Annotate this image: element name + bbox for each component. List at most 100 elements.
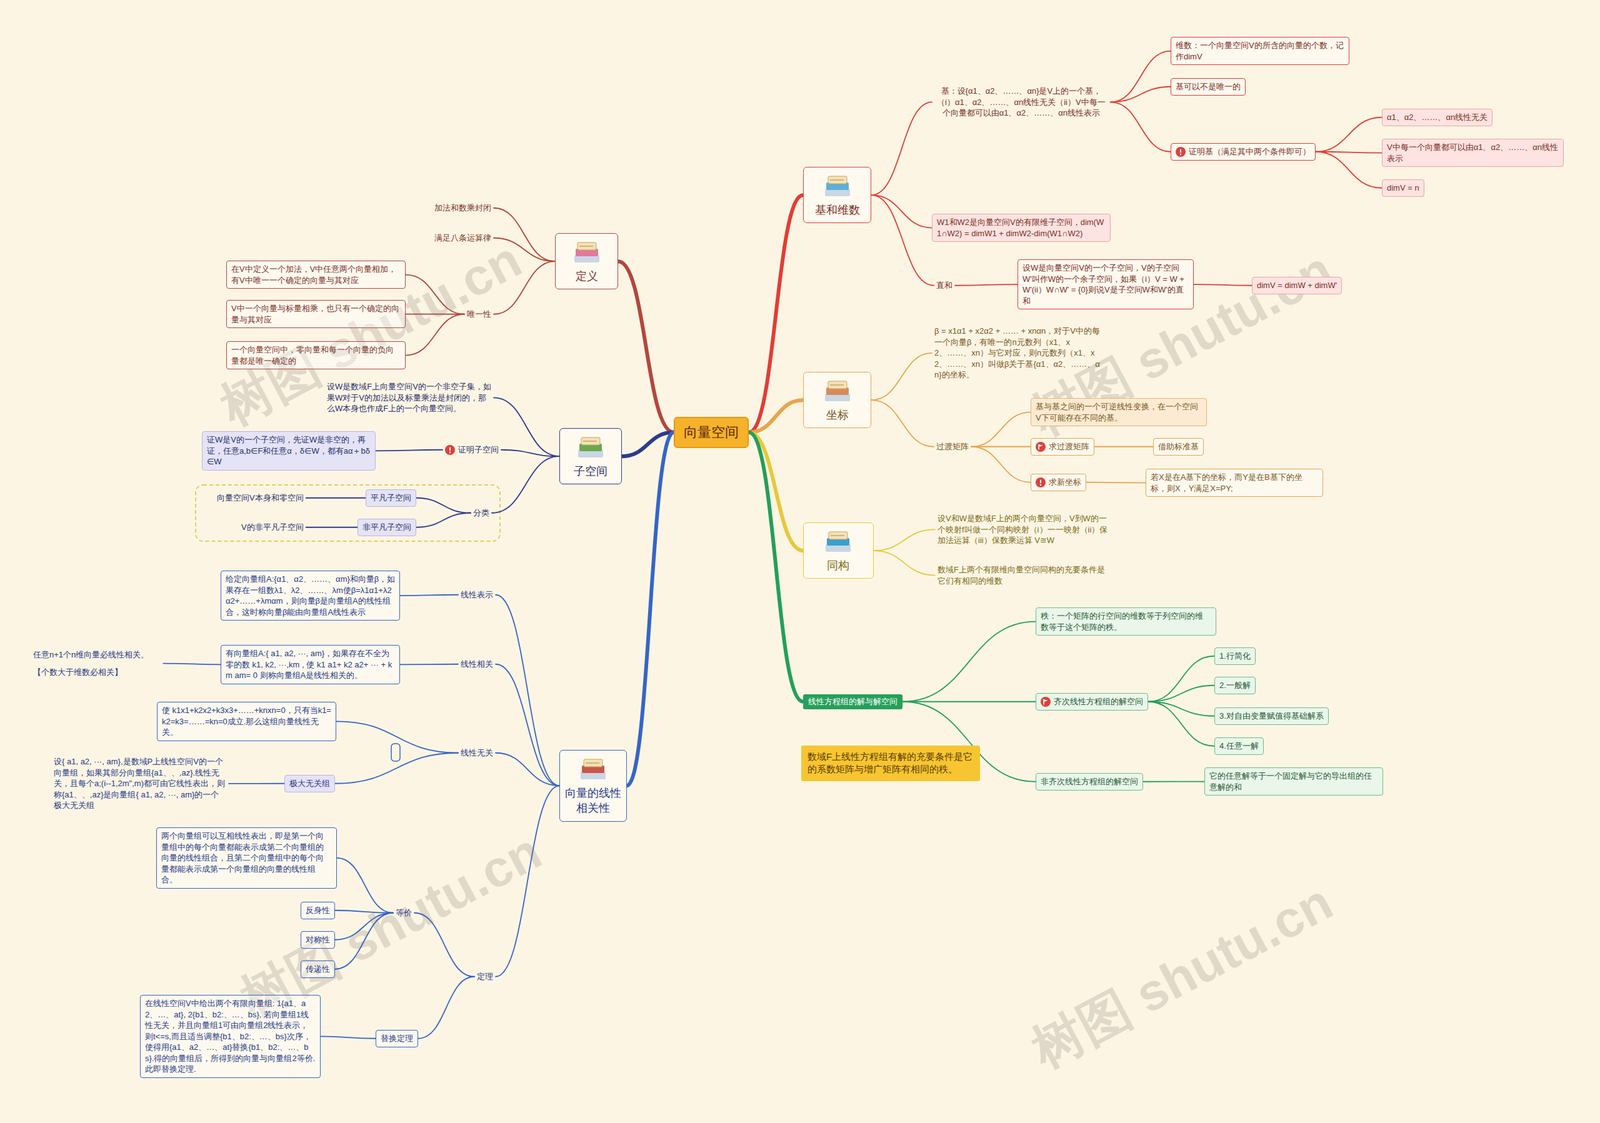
main-branch bbox=[618, 261, 674, 433]
topic-label: 线性方程组的解与解空间 bbox=[808, 696, 898, 708]
branch-line bbox=[871, 353, 932, 400]
topic-text: 唯一性 bbox=[464, 307, 494, 322]
topic-box: 传递性 bbox=[300, 960, 335, 979]
branch-line bbox=[335, 753, 459, 784]
topic-text: 向量空间V本身和零空间 bbox=[214, 491, 307, 505]
central-topic: 向量空间 bbox=[673, 416, 749, 449]
topic-label: 过渡矩阵 bbox=[936, 441, 969, 453]
branch-line bbox=[1315, 151, 1382, 189]
topic-box: 它的任意解等于一个固定解与它的导出组的任意解的和 bbox=[1204, 767, 1384, 796]
topic-label: 维数：一个向量空间V的所含的向量的个数，记作dimV bbox=[1175, 40, 1345, 62]
topic-label: 极大无关组 bbox=[289, 778, 330, 790]
branch-line bbox=[1315, 117, 1382, 152]
topic-box: 有向量组A:{ a1, a2, ···, am}，如果存在不全为零的数 k1, … bbox=[220, 645, 400, 685]
topic-text: 加法和数乘封闭 bbox=[431, 201, 494, 215]
topic-label: 非平凡子空间 bbox=[362, 521, 412, 534]
note-box: 数域F上线性方程组有解的充要条件是它的系数矩阵与增广矩阵有相同的秩。 bbox=[801, 745, 980, 782]
topic-illustration bbox=[573, 433, 609, 464]
topic-label: 两个向量组可以互相线性表出，即是第一个向量组中的每个向量都能表示成第二个向量组的… bbox=[161, 830, 332, 886]
branch-line bbox=[1110, 101, 1171, 152]
topic-text: 设V和W是数域F上的两个向量空间，V到W的一个映射f叫做一个同构映射（i）一一映… bbox=[935, 511, 1111, 548]
topic-text: 设W是数域F上向量空间V的一个非空子集，如果W对于V的加法以及标量乘法是封闭的，… bbox=[324, 380, 494, 416]
topic-label: 设W是数域F上向量空间V的一个非空子集，如果W对于V的加法以及标量乘法是封闭的，… bbox=[326, 381, 492, 415]
topic-label: 同构 bbox=[826, 558, 850, 574]
topic-box: 替换定理 bbox=[375, 1030, 419, 1048]
topic-label: 1.行简化 bbox=[1219, 650, 1251, 662]
branch-line bbox=[495, 753, 560, 787]
topic-label: 证明基（满足其中两个条件即可） bbox=[1188, 146, 1311, 158]
topic-label: 设V和W是数域F上的两个向量空间，V到W的一个映射f叫做一个同构映射（i）一一映… bbox=[937, 513, 1109, 547]
topic-label: 向量空间V本身和零空间 bbox=[216, 492, 304, 504]
topic-label: 数域F上线性方程组有解的充要条件是它的系数矩阵与增广矩阵有相同的秩。 bbox=[807, 750, 974, 777]
topic-label: 它的任意解等于一个固定解与它的导出组的任意解的和 bbox=[1209, 770, 1379, 793]
branch-line bbox=[871, 400, 934, 447]
branch-line bbox=[306, 497, 366, 499]
topic-label: 在线性空间V中给出两个有限向量组: 1{a1、a2、…、at}, 2{b1、b2… bbox=[145, 998, 316, 1075]
topic-label: 等价 bbox=[395, 907, 412, 919]
topic-text: 线性无关 bbox=[458, 746, 496, 760]
topic-illustration bbox=[575, 755, 611, 786]
topic-label: 齐次线性方程组的解空间 bbox=[1053, 696, 1144, 708]
main-branch bbox=[748, 400, 804, 433]
topic-text: 定理 bbox=[474, 970, 496, 984]
warning-icon bbox=[1035, 477, 1046, 488]
topic-text: 数域F上两个有限维向量空间同构的充要条件是它们有相同的维数 bbox=[935, 563, 1111, 588]
topic-label: 对称性 bbox=[305, 934, 330, 946]
topic-box: 若X是在A基下的坐标，而Y是在B基下的坐标，则X，Y满足X=PY; bbox=[1145, 468, 1324, 497]
topic-text: 设{ a1, a2, ···, am},是数域P上线性空间V的一个向量组，如果其… bbox=[51, 755, 229, 813]
topic-box: 给定向量组A:{α1、α2、……、αm}和向量β，如果存在一组数λ1、λ2、……… bbox=[220, 570, 400, 621]
topic-label: 替换定理 bbox=[380, 1033, 414, 1045]
branch-line bbox=[1094, 446, 1154, 448]
topic-box: 借助标准基 bbox=[1153, 438, 1204, 456]
topic-box: 两个向量组可以互相线性表出，即是第一个向量组中的每个向量都能表示成第二个向量组的… bbox=[156, 827, 337, 889]
topic-illustration bbox=[820, 377, 855, 408]
branch-line bbox=[416, 513, 471, 528]
branch-line bbox=[336, 721, 459, 753]
topic-box: 设W是向量空间V的一个子空间，V的子空间W'叫作W的一个余子空间，如果（i）V … bbox=[1017, 259, 1194, 310]
highlight-box: 极大无关组 bbox=[284, 775, 335, 793]
branch-line bbox=[971, 446, 1031, 448]
topic-label: 借助标准基 bbox=[1158, 441, 1199, 453]
topic-box: 3.对自由变量赋值得基础解系 bbox=[1214, 707, 1329, 725]
branch-line bbox=[902, 621, 1036, 702]
topic-label: 向量的线性相关性 bbox=[563, 785, 623, 817]
branch-line bbox=[416, 498, 471, 514]
highlight-box: dimV = n bbox=[1381, 179, 1425, 197]
topic-label: 定义 bbox=[575, 268, 599, 284]
branch-line bbox=[873, 529, 935, 551]
topic-label: 设{ a1, a2, ···, am},是数域P上线性空间V的一个向量组，如果其… bbox=[53, 756, 227, 812]
topic-label: 直和 bbox=[936, 280, 953, 292]
topic-illustration bbox=[820, 528, 856, 559]
highlight-box: α1、α2、……、αn线性无关 bbox=[1381, 108, 1493, 127]
flag-icon bbox=[1035, 441, 1046, 452]
highlight-box: 平凡子空间 bbox=[365, 489, 417, 507]
topic-box: 非齐次线性方程组的解空间 bbox=[1035, 773, 1144, 791]
topic-label: 线性相关 bbox=[460, 658, 494, 670]
topic-text: 任意n+1个n维向量必线性相关。【个数大于维数必相关】 bbox=[30, 648, 164, 679]
topic-box: 4.任意一解 bbox=[1214, 737, 1264, 755]
branch-line bbox=[1143, 781, 1205, 783]
branch-line bbox=[971, 446, 1031, 483]
topic-box: 秩：一个矩阵的行空间的维数等于列空间的维数等于这个矩阵的秩。 bbox=[1035, 607, 1217, 636]
branch-line bbox=[1086, 481, 1146, 484]
topic-label: 设W是向量空间V的一个子空间，V的子空间W'叫作W的一个余子空间，如果（i）V … bbox=[1022, 262, 1189, 307]
topic-label: 定理 bbox=[476, 971, 494, 983]
topic-box: 求新坐标 bbox=[1030, 473, 1087, 492]
branch-line bbox=[501, 450, 560, 457]
topic-label: 2.一般解 bbox=[1219, 680, 1251, 692]
topic-box: 维数：一个向量空间V的所含的向量的个数，记作dimV bbox=[1170, 36, 1350, 65]
highlight-box: 非平凡子空间 bbox=[357, 518, 417, 537]
branch-label: 线性方程组的解与解空间 bbox=[803, 694, 903, 710]
branch-topic: 子空间 bbox=[559, 428, 622, 485]
topic-label: 加法和数乘封闭 bbox=[434, 202, 492, 214]
topic-label: dimV = dimW + dimW' bbox=[1256, 280, 1337, 292]
branch-line bbox=[1148, 656, 1215, 702]
watermark: 树图 shutu.cn bbox=[1020, 868, 1345, 1085]
branch-line bbox=[1110, 86, 1171, 103]
branch-topic: 定义 bbox=[555, 233, 619, 290]
branch-line bbox=[400, 663, 459, 665]
topic-label: 求过渡矩阵 bbox=[1048, 441, 1090, 453]
branch-line bbox=[871, 195, 934, 286]
topic-text: 证明子空间 bbox=[442, 443, 502, 457]
